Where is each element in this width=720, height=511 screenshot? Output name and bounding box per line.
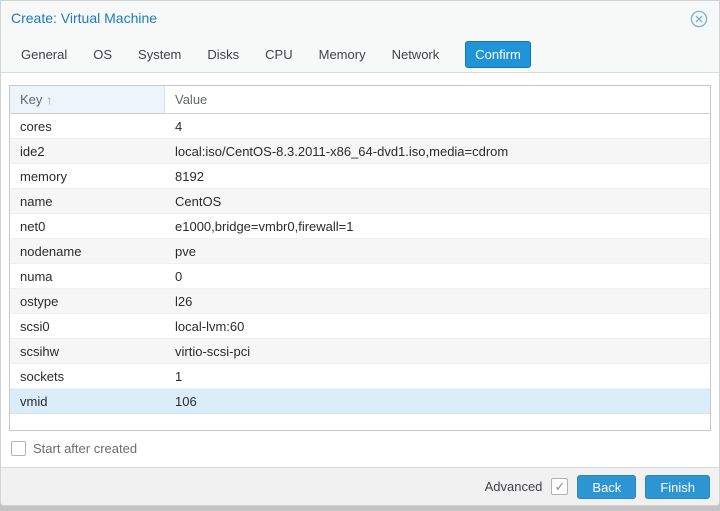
table-row[interactable]: numa 0 <box>10 264 710 289</box>
key-cell: scsi0 <box>20 318 50 334</box>
tab-general[interactable]: General <box>21 47 68 62</box>
table-row[interactable]: vmid 106 <box>10 389 710 414</box>
tab-memory[interactable]: Memory <box>318 47 366 62</box>
value-cell: 0 <box>175 268 183 284</box>
value-cell: 106 <box>175 393 197 409</box>
table-row[interactable]: ostype l26 <box>10 289 710 314</box>
start-after-created-label: Start after created <box>33 441 138 456</box>
key-cell: ide2 <box>20 143 45 159</box>
table-row[interactable]: memory 8192 <box>10 164 710 189</box>
value-cell: virtio-scsi-pci <box>175 343 251 359</box>
tab-cpu[interactable]: CPU <box>265 47 293 62</box>
tab-system[interactable]: System <box>138 47 182 62</box>
kv-table: Key ↑ Value cores 4 ide2 local:iso/CentOS-8… <box>9 85 711 431</box>
value-cell: 8192 <box>175 168 204 184</box>
advanced-label: Advanced <box>484 479 543 494</box>
column-header-key-label: Key <box>20 92 43 107</box>
value-cell: 1 <box>175 368 183 384</box>
key-cell: memory <box>20 168 67 184</box>
column-header-key[interactable]: Key ↑ <box>10 86 165 113</box>
table-row[interactable]: ide2 local:iso/CentOS-8.3.2011-x86_64-dvd… <box>10 139 710 164</box>
value-cell: pve <box>175 243 196 259</box>
start-after-created-checkbox[interactable] <box>11 441 26 456</box>
close-icon[interactable] <box>690 10 708 28</box>
table-header: Key ↑ Value <box>10 86 710 114</box>
dialog-title: Create: Virtual Machine <box>11 10 158 26</box>
key-cell: ostype <box>20 293 59 309</box>
key-cell: sockets <box>20 368 65 384</box>
start-after-created-option: Start after created <box>11 441 137 456</box>
column-header-value[interactable]: Value <box>165 86 710 113</box>
tab-bar: General OS System Disks CPU Memory Network Conf… <box>21 41 531 68</box>
footer-toolbar: Advanced ✓ Back Finish <box>1 467 719 505</box>
table-row[interactable]: sockets 1 <box>10 364 710 389</box>
table-row[interactable]: nodename pve <box>10 239 710 264</box>
value-cell: l26 <box>175 293 193 309</box>
value-cell: CentOS <box>175 193 222 209</box>
table-row[interactable]: scsihw virtio-scsi-pci <box>10 339 710 364</box>
column-header-value-label: Value <box>175 92 208 107</box>
dialog-body: Key ↑ Value cores 4 ide2 local:iso/CentOS-8… <box>1 72 719 467</box>
value-cell: local:iso/CentOS-8.3.2011-x86_64-dvd1.is… <box>175 143 509 159</box>
tab-confirm[interactable]: Confirm <box>465 41 531 68</box>
table-body: cores 4 ide2 local:iso/CentOS-8.3.2011-x86_… <box>10 114 710 414</box>
tab-os[interactable]: OS <box>93 47 113 62</box>
tab-network[interactable]: Network <box>391 47 440 62</box>
key-cell: scsihw <box>20 343 60 359</box>
value-cell: local-lvm:60 <box>175 318 245 334</box>
back-button[interactable]: Back <box>577 474 637 499</box>
key-cell: name <box>20 193 53 209</box>
key-cell: net0 <box>20 218 46 234</box>
value-cell: 4 <box>175 118 183 134</box>
tab-disks[interactable]: Disks <box>207 47 240 62</box>
table-row[interactable]: scsi0 local-lvm:60 <box>10 314 710 339</box>
key-cell: nodename <box>20 243 82 259</box>
table-row[interactable]: net0 e1000,bridge=vmbr0,firewall=1 <box>10 214 710 239</box>
dialog-header: Create: Virtual Machine General OS System D… <box>1 1 719 72</box>
key-cell: numa <box>20 268 53 284</box>
advanced-checkbox[interactable]: ✓ <box>551 478 569 495</box>
key-cell: vmid <box>20 393 48 409</box>
finish-button[interactable]: Finish <box>645 474 710 499</box>
table-row[interactable]: name CentOS <box>10 189 710 214</box>
key-cell: cores <box>20 118 52 134</box>
sort-asc-icon: ↑ <box>46 92 53 107</box>
value-cell: e1000,bridge=vmbr0,firewall=1 <box>175 218 354 234</box>
table-row[interactable]: cores 4 <box>10 114 710 139</box>
